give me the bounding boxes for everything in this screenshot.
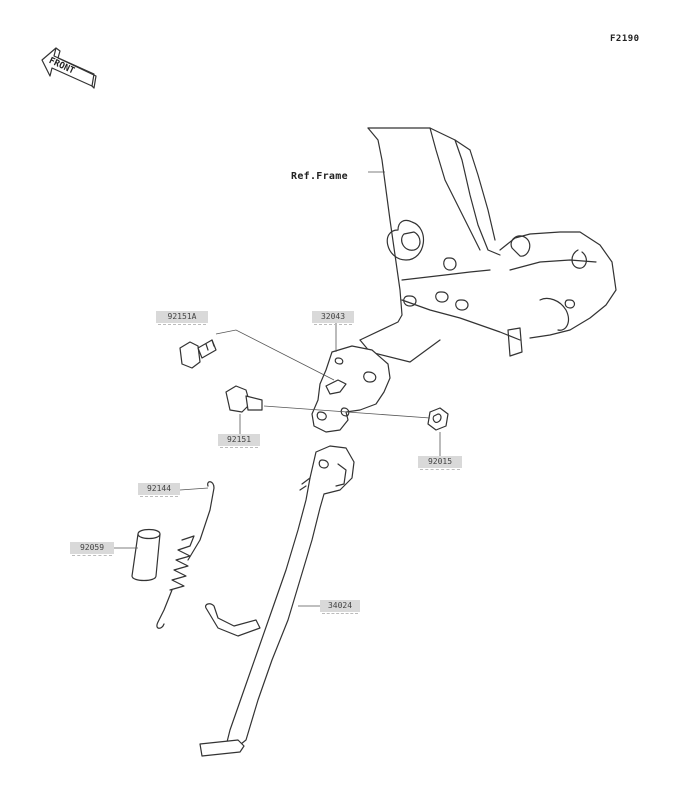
figure-code: F2190 (610, 34, 640, 44)
side-stand-34024 (199, 445, 355, 757)
bolt-92151A (179, 339, 217, 369)
part-label-92151A[interactable]: 92151A (156, 311, 208, 325)
spring-92144 (156, 481, 215, 629)
leader-92151-to-nut (263, 405, 431, 419)
part-label-92015[interactable]: 92015 (418, 456, 462, 470)
bolt-92151 (225, 385, 263, 413)
part-label-92151[interactable]: 92151 (218, 434, 260, 448)
front-arrow-icon (41, 47, 97, 89)
stand-bracket-32043 (311, 345, 391, 433)
reference-frame (359, 127, 617, 363)
part-label-32043[interactable]: 32043 (312, 311, 354, 325)
reference-label: Ref.Frame (291, 171, 348, 182)
part-label-34024[interactable]: 34024 (320, 600, 360, 614)
sleeve-92059 (131, 528, 161, 582)
part-label-92059[interactable]: 92059 (70, 542, 114, 556)
nut-92015 (427, 407, 449, 431)
leader-92151A (215, 329, 335, 381)
leader-92144 (179, 487, 209, 491)
part-label-92144[interactable]: 92144 (138, 483, 180, 497)
